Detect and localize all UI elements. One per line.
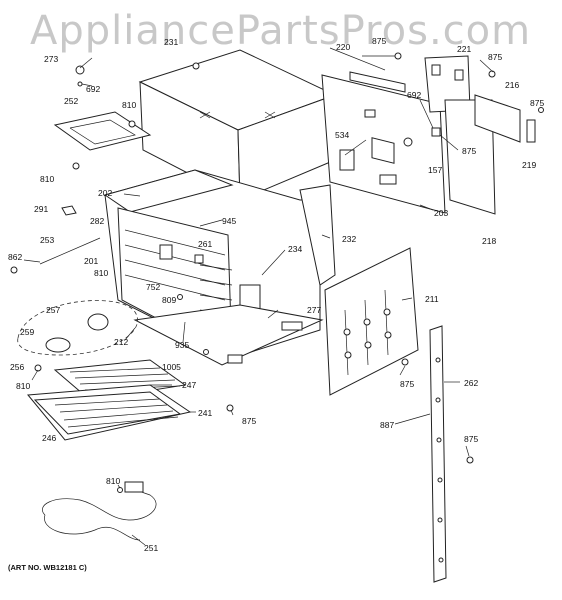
callout-875: 875: [530, 98, 544, 108]
callout-875: 875: [462, 146, 476, 156]
callout-810: 810: [16, 381, 30, 391]
insulation-blanket: [299, 184, 336, 286]
small-fasteners: [10, 65, 474, 464]
hinge: [526, 107, 544, 143]
callout-277: 277: [307, 305, 321, 315]
rear-panel: [321, 74, 446, 214]
callout-273: 273: [44, 54, 58, 64]
callout-219: 219: [522, 160, 536, 170]
bracket: [474, 70, 521, 143]
callout-291: 291: [34, 204, 48, 214]
callout-202: 202: [98, 188, 112, 198]
callout-labels: 273 692 231 220 875 221 875 216 875 252 …: [8, 36, 544, 553]
callout-810: 810: [106, 476, 120, 486]
oven-rack: [27, 384, 192, 441]
callout-534: 534: [335, 130, 349, 140]
bake-element: [42, 481, 157, 541]
top-channel: [349, 52, 406, 93]
callout-810: 810: [122, 100, 136, 110]
side-vent-panels: [424, 55, 496, 215]
outer-case-top: [138, 49, 337, 201]
callout-875: 875: [372, 36, 386, 46]
callout-875: 875: [464, 434, 478, 444]
callout-157: 157: [428, 165, 442, 175]
callout-810: 810: [40, 174, 54, 184]
callout-875: 875: [242, 416, 256, 426]
callout-692: 692: [407, 90, 421, 100]
callout-251: 251: [144, 543, 158, 553]
broil-element-cover: [53, 111, 152, 170]
callout-875: 875: [400, 379, 414, 389]
callout-234: 234: [288, 244, 302, 254]
leader-lines: [23, 47, 494, 546]
callout-810: 810: [94, 268, 108, 278]
callout-257: 257: [46, 305, 60, 315]
callout-203: 203: [434, 208, 448, 218]
callout-247: 247: [182, 380, 196, 390]
callout-201: 201: [84, 256, 98, 266]
callout-218: 218: [482, 236, 496, 246]
callout-282: 282: [90, 216, 104, 226]
callout-220: 220: [336, 42, 350, 52]
callout-935: 935: [175, 340, 189, 350]
callout-211: 211: [425, 294, 439, 304]
callout-752: 752: [146, 282, 160, 292]
callout-1005: 1005: [162, 362, 181, 372]
callout-945: 945: [222, 216, 236, 226]
art-number: (ART NO. WB12181 C): [8, 563, 87, 572]
oven-light-assembly: [17, 300, 138, 356]
callout-887: 887: [380, 420, 394, 430]
callout-252: 252: [64, 96, 78, 106]
callout-875: 875: [488, 52, 502, 62]
door-trim-strip: [429, 325, 447, 583]
callout-221: 221: [457, 44, 471, 54]
callout-259: 259: [20, 327, 34, 337]
callout-231: 231: [164, 37, 178, 47]
oven-bottom: [133, 304, 324, 366]
callout-262: 262: [464, 378, 478, 388]
callout-862: 862: [8, 252, 22, 262]
callout-241: 241: [198, 408, 212, 418]
callout-256: 256: [10, 362, 24, 372]
callout-246: 246: [42, 433, 56, 443]
callout-261: 261: [198, 239, 212, 249]
callout-809: 809: [162, 295, 176, 305]
callout-692: 692: [86, 84, 100, 94]
callout-253: 253: [40, 235, 54, 245]
oven-door-inner: [324, 247, 419, 396]
callout-212: 212: [114, 337, 128, 347]
watermark-logo: AppliancePartsPros.com: [30, 8, 532, 54]
callout-232: 232: [342, 234, 356, 244]
callout-216: 216: [505, 80, 519, 90]
